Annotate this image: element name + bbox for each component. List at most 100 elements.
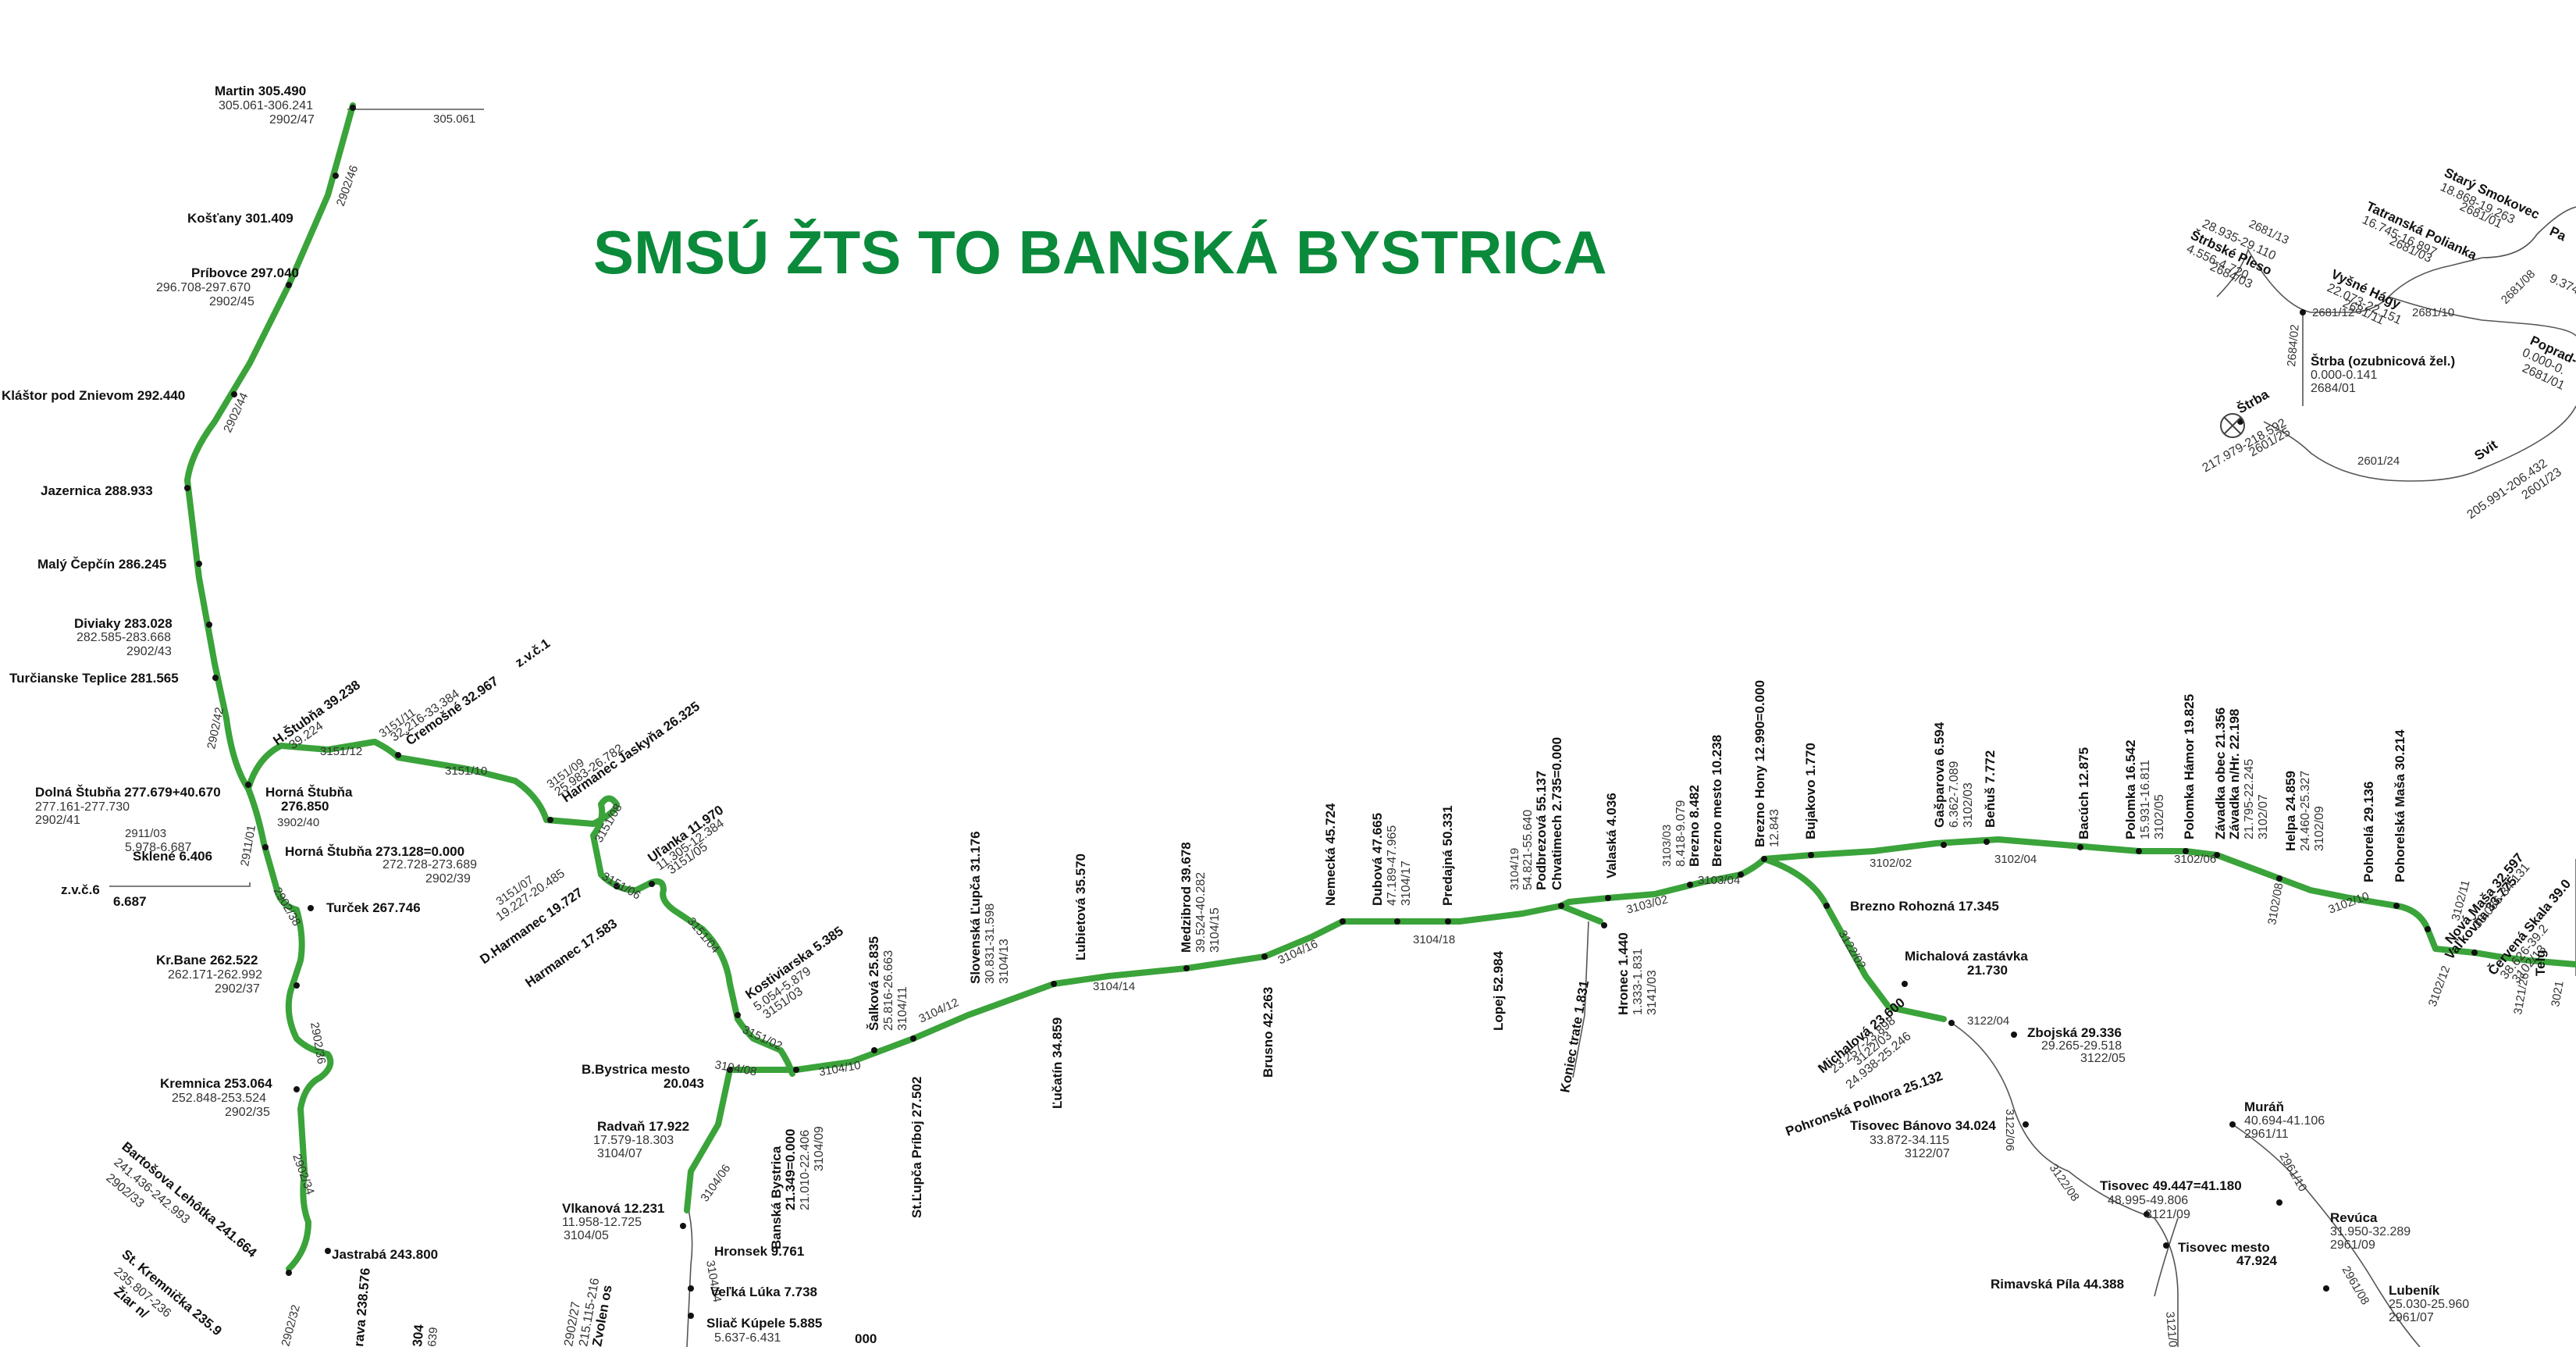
section-label: 2902/36 <box>308 1021 328 1065</box>
station-strba: Štrba <box>2235 387 2272 416</box>
section-label: 3104/10 <box>818 1059 862 1079</box>
station-tisovec-banovo: Tisovec Bánovo 34.024 <box>1850 1118 1996 1133</box>
section-label: 3122/02 <box>1836 928 1869 971</box>
station-horna-stubna-km: 276.850 <box>281 799 329 814</box>
station-sl-lupca-range: 30.831-31.598 <box>984 903 997 984</box>
station-bb-mesto: B.Bystrica mesto <box>582 1062 690 1077</box>
section-label: 2902/42 <box>205 706 226 750</box>
station-lopej: Lopej 52.984 <box>1491 950 1506 1031</box>
station-tisovec-code: 3121/09 <box>2145 1208 2190 1221</box>
station-polomka-range: 15.931-16.811 <box>2139 760 2152 839</box>
station-pa: Pa <box>2547 223 2568 244</box>
station-tisovec-banovo-range: 33.872-34.115 <box>1870 1134 1949 1147</box>
station-michalova-z-km: 21.730 <box>1967 963 2008 978</box>
station-valaska: Valaská 4.036 <box>1604 793 1619 878</box>
section-label: 3151/02 <box>740 1023 784 1053</box>
station-svit: Svit <box>2471 437 2500 464</box>
station-revuca-range: 31.950-32.289 <box>2330 1225 2411 1238</box>
station-st-lupca: St.Ľupča Príboj 27.502 <box>909 1077 924 1218</box>
section-label: 2911/03 <box>125 827 166 840</box>
station-zavadka-nzhr: Závadka n/Hr. 22.198 <box>2227 709 2242 839</box>
section-label: 2681/12 <box>2312 306 2354 319</box>
section-label: 3021 <box>2549 980 2567 1008</box>
station-dolna-stubna-range: 277.161-277.730 <box>35 800 130 814</box>
station-pohorela: Pohorelá 29.136 <box>2361 782 2376 882</box>
station-dolna-stubna: Dolná Štubňa 277.679+40.670 <box>35 785 221 800</box>
station-vlkanova-range: 11.958-12.725 <box>562 1216 642 1229</box>
station-dubova-range: 47.189-47.965 <box>1386 825 1399 906</box>
station-lubietova: Ľubietová 35.570 <box>1073 853 1088 960</box>
station-bb-km: 21.349=0.000 <box>783 1129 798 1210</box>
station-diviaky-range: 282.585-283.668 <box>76 631 171 644</box>
station-brezno-hony-km: 12.843 <box>1768 809 1781 847</box>
station-jastraba: Jastrabá 243.800 <box>332 1247 438 1262</box>
station-medzibrod-range: 39.524-40.282 <box>1194 872 1208 953</box>
station-turcek: Turček 267.746 <box>326 900 421 915</box>
km-label: 6.687 <box>113 894 147 909</box>
station-dubova-code: 3104/17 <box>1400 861 1413 906</box>
section-label: 3104/14 <box>1093 980 1135 993</box>
station-salkova: Šalková 25.835 <box>866 936 881 1031</box>
station-podbrezova: Podbrezová 55.137 <box>1534 771 1549 890</box>
station-medzibrod-code: 3104/15 <box>1208 907 1222 953</box>
section-label: 2681/10 <box>2412 306 2454 319</box>
map-title: SMSÚ ŽTS TO BANSKÁ BYSTRICA <box>593 218 1607 287</box>
station-salkova-range: 25.816-26.663 <box>882 950 895 1031</box>
section-label: 3103/03 <box>1660 825 1674 867</box>
section-label: 3151/12 <box>320 745 362 758</box>
station-zavadka-nzhr-code: 3102/07 <box>2257 794 2270 839</box>
section-label: 2681/08 <box>2499 267 2538 306</box>
station-kr-bane-range: 262.171-262.992 <box>168 968 262 982</box>
section-label: 3104/19 <box>1508 848 1521 890</box>
section-label: 2902/34 <box>290 1153 317 1197</box>
station-telg: Telg <box>2533 950 2548 976</box>
station-revuca: Revúca <box>2330 1210 2378 1225</box>
section-label: 3104/18 <box>1413 933 1455 946</box>
station-zvc6: z.v.č.6 <box>61 882 100 897</box>
station-helpa-code: 3102/09 <box>2313 806 2326 851</box>
section-label: 3104/08 <box>713 1058 757 1078</box>
section-label: 3122/08 <box>2047 1162 2082 1204</box>
section-label: 3151/06 <box>600 870 642 903</box>
station-diviaky: Diviaky 283.028 <box>74 616 173 631</box>
station-sklene: Sklené 6.406 <box>133 849 212 864</box>
station-muran-code: 2961/11 <box>2244 1128 2289 1141</box>
circle-cross-icon <box>2220 413 2245 438</box>
station-diviaky-code: 2902/43 <box>126 645 172 658</box>
station-dubova: Dubová 47.665 <box>1370 813 1385 906</box>
south-branch-labels: Brezno Rohozná 17.345 3122/02 Michalová … <box>1784 899 2278 1347</box>
station-kostany: Košťany 301.409 <box>187 211 294 226</box>
station-sliac: Sliač Kúpele 5.885 <box>706 1316 822 1331</box>
station-hronec-range: 1.333-1.831 <box>1631 948 1645 1015</box>
station-pribovce-range: 296.708-297.670 <box>156 281 251 294</box>
station-brezno-mesto: Brezno mesto 10.238 <box>1710 735 1724 867</box>
station-zavadka-nzhr-range: 21.795-22.245 <box>2243 759 2256 839</box>
station-zbojska-code: 3122/05 <box>2080 1052 2126 1065</box>
station-kremnica-code: 2902/35 <box>225 1106 270 1119</box>
section-label: 3102/08 <box>2265 882 2286 925</box>
station-tisovec-banovo-code: 3122/07 <box>1905 1147 1950 1160</box>
section-label: 3151/10 <box>445 764 487 778</box>
station-horna-stubna-2-code: 2902/39 <box>425 872 471 886</box>
station-benus: Beňuš 7.772 <box>1983 750 1998 828</box>
section-label: 3122/04 <box>1967 1014 2009 1028</box>
station-hronec: Hronec 1.440 <box>1616 932 1631 1015</box>
station-muran-range: 40.694-41.106 <box>2244 1114 2325 1128</box>
station-gasparova-range: 6.362-7.089 <box>1948 761 1961 828</box>
station-markers <box>184 105 2478 1319</box>
station-revuca-code: 2961/09 <box>2330 1238 2375 1252</box>
station-klastor: Kláštor pod Znievom 292.440 <box>2 388 185 403</box>
section-label: 3121/0 <box>2163 1311 2179 1347</box>
station-chvatimech: Chvatimech 2.735=0.000 <box>1550 737 1564 890</box>
station-kr-bane-code: 2902/37 <box>215 982 260 996</box>
station-bacuch: Bacúch 12.875 <box>2076 747 2091 839</box>
station-horna-stubna: Horná Štubňa <box>265 785 353 800</box>
station-brusno: Brusno 42.263 <box>1261 987 1276 1078</box>
station-tisovec-range: 48.995-49.806 <box>2108 1194 2188 1207</box>
station-zavadka-obec: Závadka obec 21.356 <box>2213 707 2228 839</box>
station-hronsek: Hronsek 9.761 <box>714 1244 804 1259</box>
station-pribovce: Príbovce 297.040 <box>191 265 299 280</box>
station-polomka: Polomka 16.542 <box>2123 739 2138 839</box>
station-cremosne: Čremošné 32.967 <box>403 673 500 748</box>
